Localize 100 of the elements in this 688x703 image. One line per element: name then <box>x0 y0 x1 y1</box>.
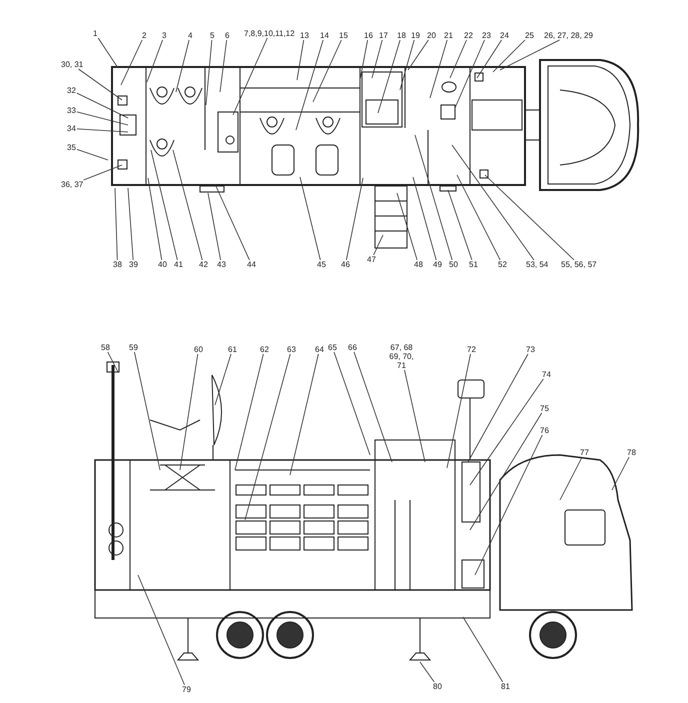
leader-line <box>462 616 504 682</box>
callout-number: 65 <box>327 343 338 352</box>
leader-line <box>492 40 526 72</box>
leader-line <box>446 354 471 468</box>
callout-number: 81 <box>500 682 511 691</box>
callout-number: 77 <box>579 448 590 457</box>
callout-number: 5 <box>209 31 216 40</box>
leader-line <box>296 40 304 80</box>
callout-number: 79 <box>181 685 192 694</box>
leader-line <box>146 40 163 82</box>
leader-line <box>290 354 319 476</box>
callout-number: 36, 37 <box>60 180 84 189</box>
callout-number: 53, 54 <box>525 260 550 269</box>
callout-number: 44 <box>246 260 257 269</box>
callout-number: 4 <box>187 31 194 40</box>
callout-number: 17 <box>378 31 389 40</box>
leader-line <box>378 40 400 114</box>
callout-number: 60 <box>193 345 204 354</box>
callout-number: 74 <box>541 370 552 379</box>
leader-line <box>448 190 472 260</box>
callout-number: 13 <box>299 31 310 40</box>
leader-line <box>232 38 268 116</box>
leader-line <box>78 68 122 100</box>
callout-number: 39 <box>128 260 139 269</box>
callout-number: 47 <box>366 255 377 264</box>
leader-line <box>214 354 232 406</box>
callout-number: 42 <box>198 260 209 269</box>
leader-line <box>114 188 118 260</box>
leader-line <box>452 144 534 260</box>
leader-line <box>454 40 485 108</box>
leader-line <box>176 40 190 92</box>
leader-line <box>220 40 228 92</box>
callout-number: 34 <box>66 124 77 133</box>
leader-line <box>456 174 501 260</box>
leader-line <box>468 354 528 462</box>
callout-number: 1 <box>92 29 98 38</box>
callout-number: 80 <box>432 682 443 691</box>
leader-line <box>400 40 415 90</box>
callout-number: 62 <box>259 345 270 354</box>
leader-line <box>206 40 212 106</box>
callout-number: 22 <box>463 31 474 40</box>
callout-number: 51 <box>468 260 479 269</box>
leader-line <box>214 184 250 260</box>
callout-number: 72 <box>466 345 477 354</box>
leader-line <box>172 150 203 260</box>
callout-number: 76 <box>539 426 550 435</box>
leader-line <box>346 178 364 260</box>
callout-number: 48 <box>413 260 424 269</box>
leader-line <box>150 150 178 260</box>
callout-number: 66 <box>347 343 358 352</box>
leader-line <box>180 354 198 470</box>
callout-number: 35 <box>66 143 77 152</box>
callout-number: 73 <box>525 345 536 354</box>
callout-number: 3 <box>161 31 168 40</box>
leader-line <box>334 352 370 456</box>
callout-number: 41 <box>173 260 184 269</box>
callout-number: 16 <box>363 31 374 40</box>
callout-number: 14 <box>319 31 330 40</box>
leader-line <box>76 148 108 160</box>
leader-line <box>83 164 122 180</box>
leader-line <box>476 40 502 78</box>
callout-number: 61 <box>227 345 238 354</box>
callout-number: 30, 31 <box>60 60 84 69</box>
leader-line <box>408 40 429 70</box>
leader-line <box>134 352 160 470</box>
leader-line <box>404 370 426 462</box>
leader-line <box>414 134 453 260</box>
callout-number: 23 <box>481 31 492 40</box>
leader-line <box>430 40 448 98</box>
callout-number: 43 <box>216 260 227 269</box>
callout-number: 55, 56, 57 <box>560 260 598 269</box>
callout-number: 50 <box>448 260 459 269</box>
callout-number: 52 <box>497 260 508 269</box>
leader-line <box>120 40 143 86</box>
callout-number: 45 <box>316 260 327 269</box>
leader-line <box>98 38 118 68</box>
callout-number: 7,8,9,10,11,12 <box>243 29 296 38</box>
leader-line <box>128 188 134 260</box>
leader-line <box>373 234 384 256</box>
leader-line <box>372 40 383 78</box>
leader-line <box>412 176 437 260</box>
leader-line <box>396 192 418 260</box>
callout-number: 59 <box>128 343 139 352</box>
leader-line <box>470 378 544 486</box>
leader-line <box>312 40 342 102</box>
leader-line <box>296 40 324 130</box>
callout-number: 38 <box>112 260 123 269</box>
callout-number: 2 <box>141 31 148 40</box>
callout-number: 25 <box>524 31 535 40</box>
leader-line <box>148 178 162 260</box>
callout-number: 64 <box>314 345 325 354</box>
leader-line <box>300 176 321 260</box>
callout-number: 24 <box>499 31 510 40</box>
leader-line <box>76 128 128 132</box>
callout-number: 46 <box>340 260 351 269</box>
callout-number: 49 <box>432 260 443 269</box>
callout-number: 6 <box>224 31 230 40</box>
leader-line <box>450 40 467 78</box>
leader-line <box>360 40 368 80</box>
leader-line <box>474 434 543 576</box>
